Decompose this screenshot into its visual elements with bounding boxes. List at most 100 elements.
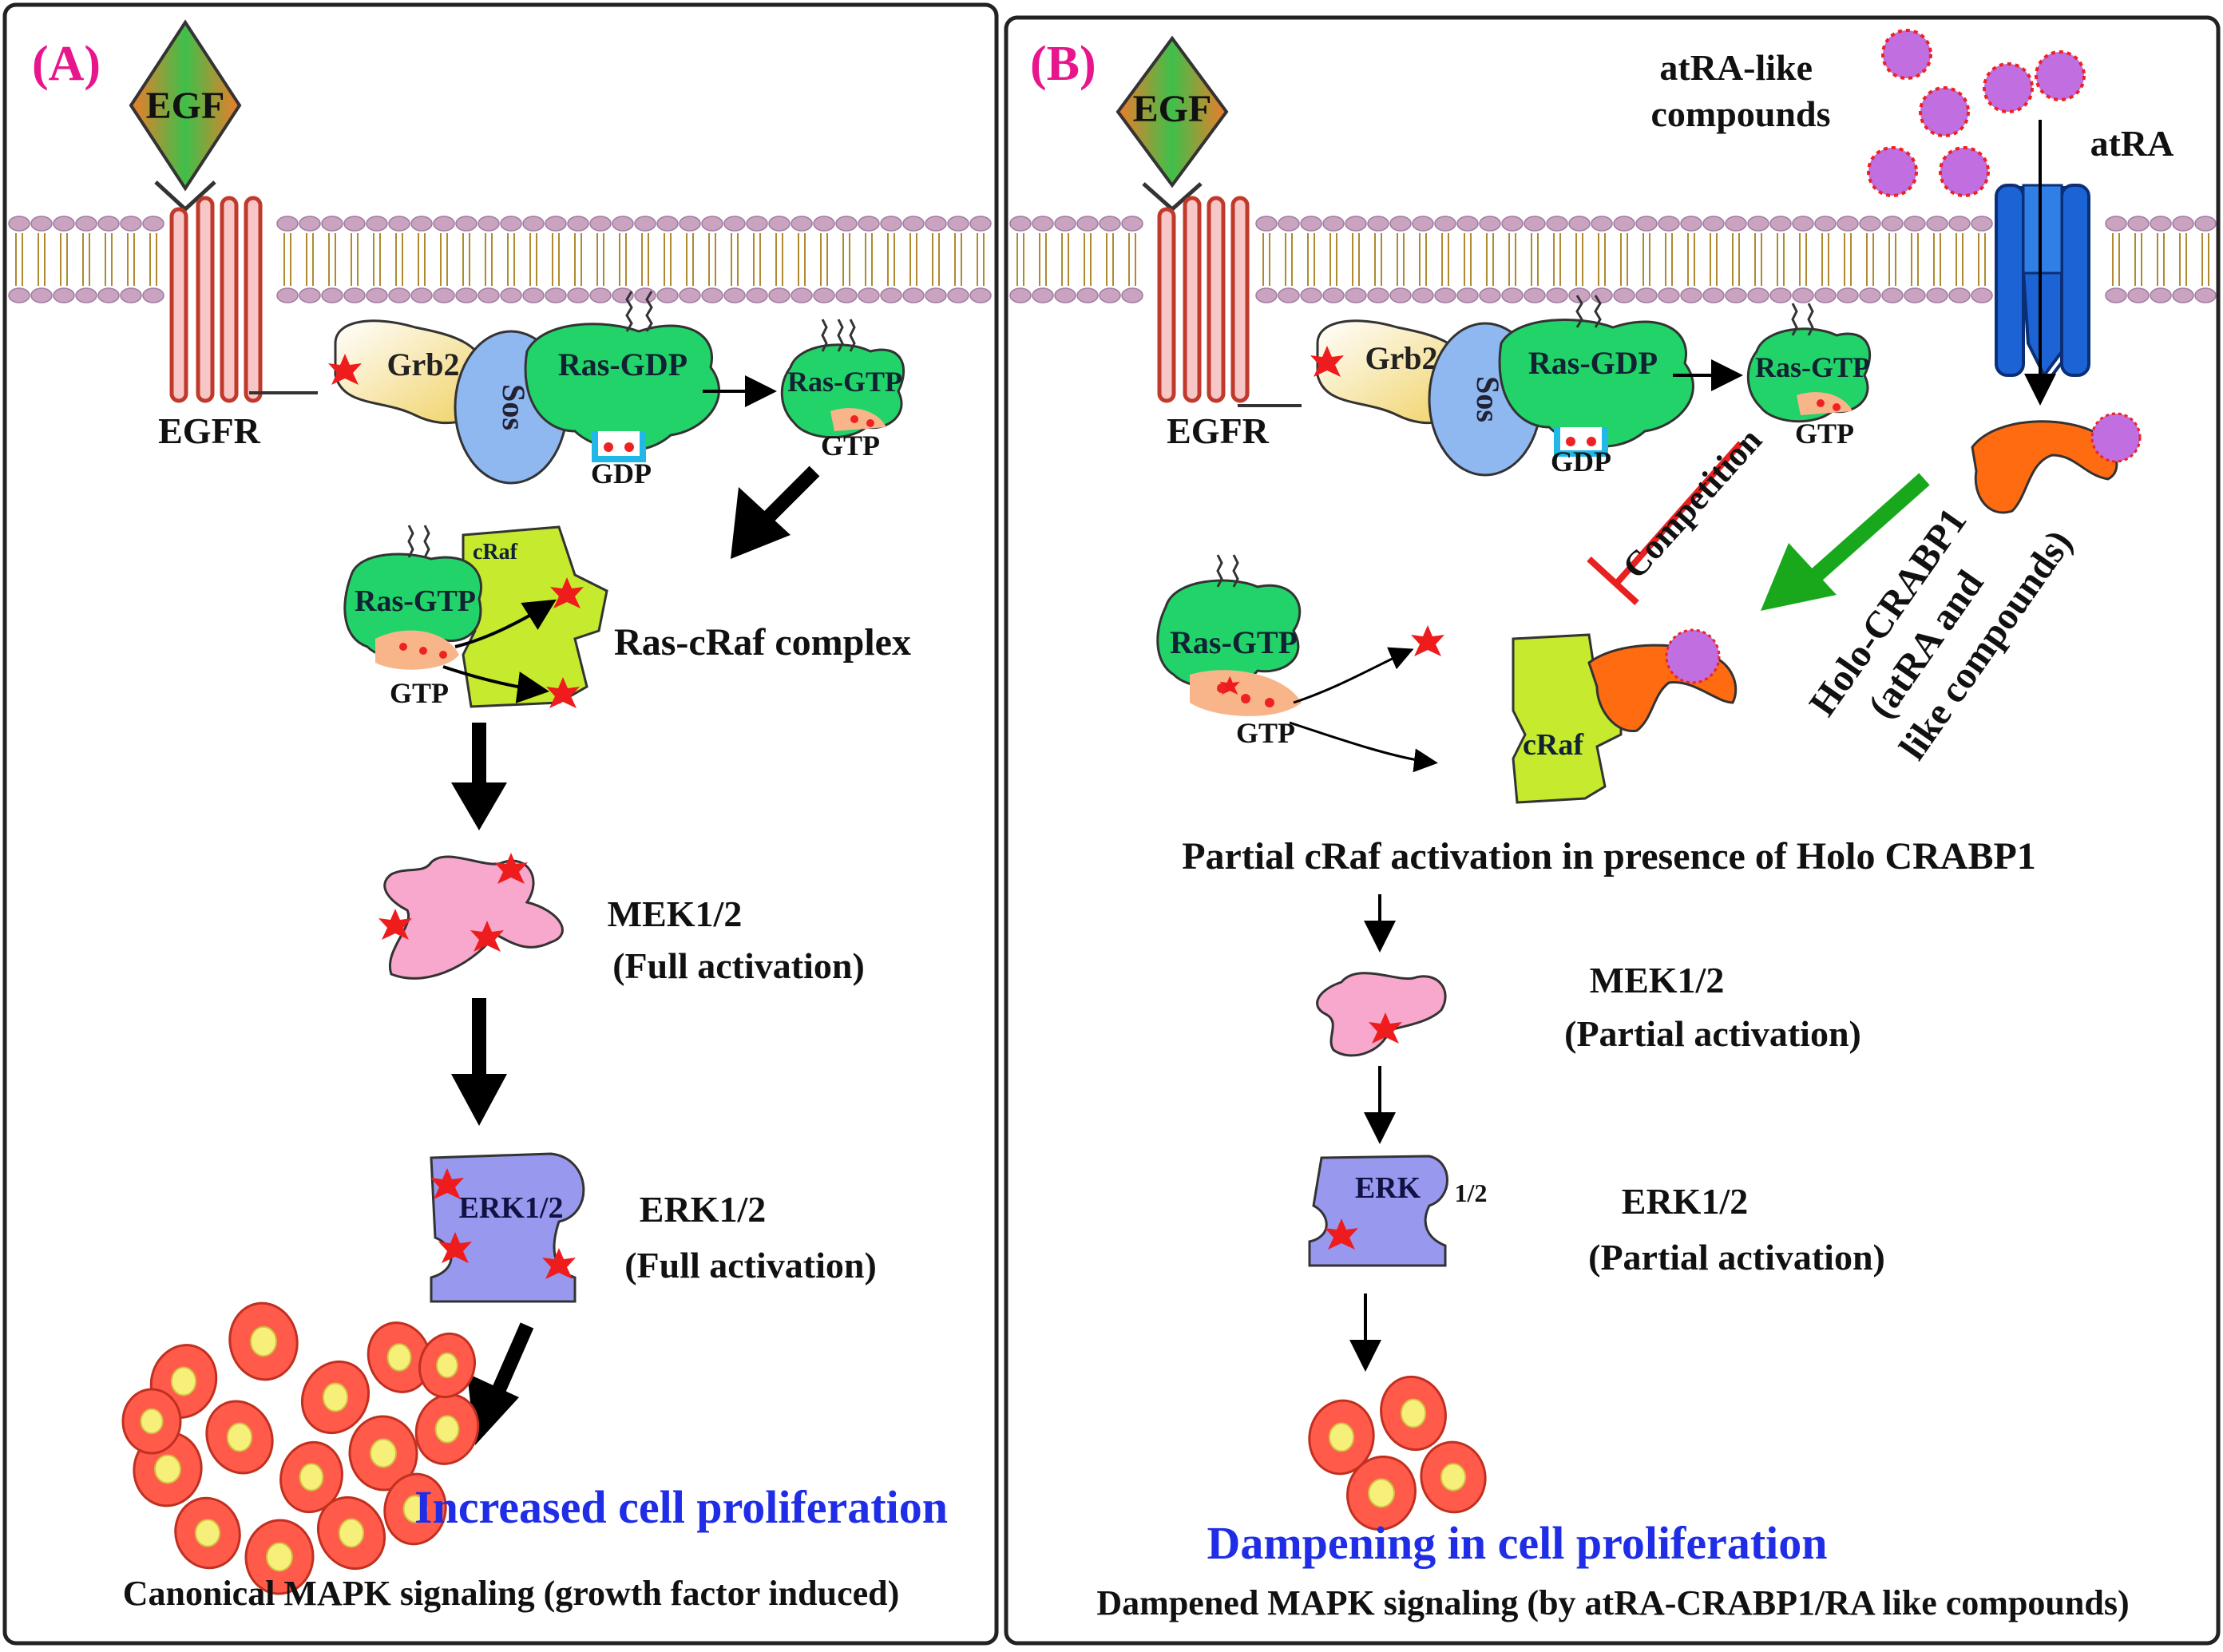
lipid-head bbox=[1054, 287, 1076, 303]
holo-crabp1-label: Holo-CRABP1 (atRA and like compounds) bbox=[1801, 465, 2081, 780]
cell-nucleus bbox=[194, 1519, 221, 1547]
lipid-head bbox=[1456, 216, 1479, 232]
lipid-head bbox=[1367, 287, 1389, 303]
lipid-head bbox=[1814, 287, 1837, 303]
grb2-label-b: Grb2 bbox=[1365, 340, 1437, 376]
lipid-head bbox=[53, 287, 75, 303]
lipid-head bbox=[768, 287, 791, 303]
atra-molecule bbox=[1983, 62, 2034, 113]
lipid-head bbox=[1322, 216, 1345, 232]
ras-gtp-label-a: Ras-GTP bbox=[787, 366, 902, 398]
lipid-head bbox=[500, 287, 522, 303]
cell-nucleus bbox=[154, 1454, 181, 1484]
lipid-head bbox=[1568, 287, 1591, 303]
lipid-head bbox=[433, 216, 455, 232]
cell-nucleus bbox=[250, 1325, 277, 1357]
cell-cluster-b bbox=[1308, 1375, 1487, 1531]
lipid-head bbox=[679, 216, 701, 232]
craf-label-b: cRaf bbox=[1523, 728, 1584, 762]
lipid-head bbox=[366, 216, 388, 232]
lipid-head bbox=[545, 287, 567, 303]
lipid-head bbox=[97, 216, 120, 232]
lipid-head bbox=[1389, 287, 1412, 303]
lipid-head bbox=[1121, 216, 1143, 232]
gdp-label-a: GDP bbox=[591, 458, 652, 489]
lipid-head bbox=[679, 287, 701, 303]
lipid-head bbox=[612, 216, 634, 232]
atra-like-label: atRA-like compounds bbox=[1651, 47, 1831, 134]
lipid-head bbox=[321, 287, 343, 303]
lipid-head bbox=[813, 216, 835, 232]
lipid-head bbox=[1680, 287, 1702, 303]
egfr-label-b: EGFR bbox=[1167, 410, 1270, 451]
cell-nucleus bbox=[266, 1542, 293, 1572]
lipid-head bbox=[1009, 216, 1032, 232]
lipid-head bbox=[97, 287, 120, 303]
lipid-head bbox=[2150, 287, 2172, 303]
lipid-head bbox=[1904, 216, 1926, 232]
cell-nucleus bbox=[402, 1495, 428, 1523]
ras-craf-complex-label-a: Ras-cRaf complex bbox=[614, 621, 911, 664]
lipid-head bbox=[388, 287, 410, 303]
lipid-head bbox=[925, 287, 947, 303]
lipid-head bbox=[813, 287, 835, 303]
lipid-head bbox=[1613, 216, 1635, 232]
atra-molecule bbox=[2035, 50, 2086, 101]
panel-a-frame bbox=[2, 2, 999, 1646]
holo-crabp1-top bbox=[1971, 412, 2142, 514]
mek-protein-b bbox=[1316, 972, 1447, 1057]
erk-protein-b: ERK bbox=[1308, 1155, 1448, 1267]
lipid-head bbox=[1747, 216, 1769, 232]
lipid-head bbox=[455, 287, 477, 303]
panel-b-frame bbox=[1004, 15, 2221, 1646]
membrane-panel-a bbox=[8, 216, 992, 303]
lipid-head bbox=[30, 216, 53, 232]
erk-name-b: ERK1/2 bbox=[1622, 1181, 1748, 1222]
cell-nucleus bbox=[226, 1422, 253, 1452]
sos-label-a: Sos bbox=[496, 384, 532, 430]
lipid-head bbox=[723, 287, 746, 303]
lipid-head bbox=[969, 216, 992, 232]
lipid-head bbox=[2127, 287, 2150, 303]
lipid-head bbox=[1725, 216, 1747, 232]
lipid-head bbox=[1926, 287, 1948, 303]
lipid-head bbox=[477, 216, 500, 232]
lipid-head bbox=[589, 216, 612, 232]
lipid-head bbox=[791, 216, 813, 232]
lipid-head bbox=[142, 287, 164, 303]
lipid-head bbox=[1501, 216, 1524, 232]
lipid-head bbox=[1658, 287, 1680, 303]
lipid-head bbox=[299, 216, 321, 232]
lipid-head bbox=[1367, 216, 1389, 232]
lipid-head bbox=[1524, 287, 1546, 303]
lipid-head bbox=[1434, 216, 1456, 232]
lipid-head bbox=[343, 216, 366, 232]
mek-status-a: (Full activation) bbox=[612, 945, 865, 986]
ras-gtp-partial-label: Ras-GTP bbox=[1170, 624, 1298, 660]
gtp-label-b: GTP bbox=[1795, 418, 1854, 450]
caption-b: Dampened MAPK signaling (by atRA-CRABP1/… bbox=[1096, 1583, 2129, 1622]
atra-molecule bbox=[1939, 146, 1990, 197]
competition-inhibition bbox=[1587, 441, 1743, 605]
partial-craf-label: Partial cRaf activation in presence of H… bbox=[1182, 835, 2036, 878]
lipid-head bbox=[455, 216, 477, 232]
atra-molecule bbox=[1919, 86, 1970, 137]
lipid-head bbox=[1635, 216, 1658, 232]
gtp-label-a: GTP bbox=[821, 430, 880, 462]
lipid-head bbox=[1479, 216, 1501, 232]
lipid-head bbox=[2194, 216, 2217, 232]
cell-nucleus bbox=[1400, 1398, 1427, 1428]
cell-nucleus bbox=[140, 1408, 164, 1435]
lipid-head bbox=[1546, 216, 1568, 232]
arrow-to-mek-a bbox=[451, 723, 507, 830]
lipid-head bbox=[1769, 287, 1792, 303]
lipid-head bbox=[1524, 216, 1546, 232]
membrane-panel-b bbox=[1009, 216, 2217, 303]
lipid-head bbox=[701, 287, 723, 303]
lipid-head bbox=[880, 216, 902, 232]
lipid-head bbox=[1859, 287, 1881, 303]
complex-gtp-label-a: GTP bbox=[390, 677, 449, 709]
cell-nucleus bbox=[436, 1352, 458, 1379]
egf-ligand-b: EGF bbox=[1115, 35, 1229, 188]
